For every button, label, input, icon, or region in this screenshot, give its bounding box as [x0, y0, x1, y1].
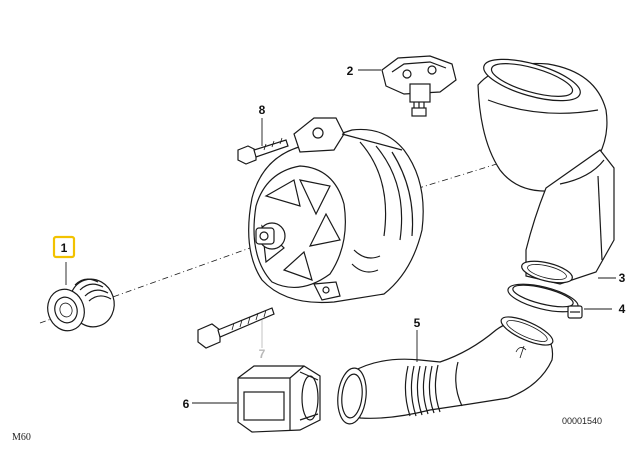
part-pulley[interactable] [42, 273, 120, 335]
part-long-bolt[interactable] [197, 307, 275, 349]
model-label: M60 [12, 432, 31, 443]
part-hose-clamp[interactable] [505, 279, 583, 319]
part-air-duct[interactable] [477, 51, 615, 287]
part-duct-adapter[interactable] [237, 365, 321, 433]
callout-7[interactable]: 7 [259, 347, 266, 361]
center-axis-line [39, 162, 501, 324]
callout-4[interactable]: 4 [619, 302, 626, 316]
callout-5[interactable]: 5 [414, 316, 421, 330]
part-voltage-regulator[interactable] [381, 55, 457, 117]
diagram-code: 00001540 [562, 416, 602, 426]
callout-1-highlight-box[interactable] [52, 235, 76, 259]
callout-6[interactable]: 6 [183, 397, 190, 411]
alternator-body[interactable] [248, 117, 424, 304]
callout-8[interactable]: 8 [259, 103, 266, 117]
callout-3[interactable]: 3 [619, 271, 626, 285]
callout-2[interactable]: 2 [347, 64, 354, 78]
part-intake-hose[interactable] [335, 311, 556, 425]
part-short-bolt[interactable] [237, 137, 289, 165]
callout-1[interactable]: 1 [61, 241, 68, 255]
